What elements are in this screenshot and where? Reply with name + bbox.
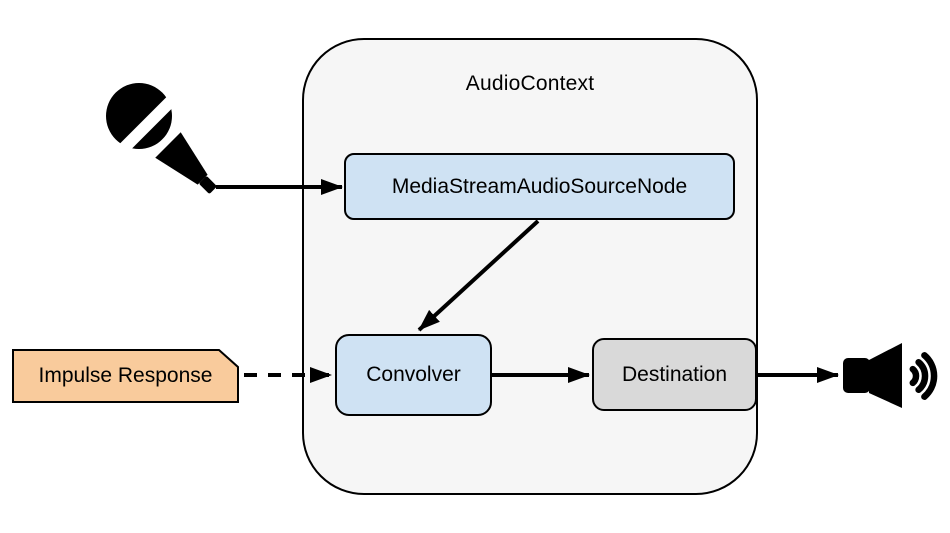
node-mediastreamaudiosourcenode-label: MediaStreamAudioSourceNode — [391, 174, 688, 198]
speaker-icon — [843, 343, 938, 408]
node-destination: Destination — [592, 338, 757, 411]
microphone-icon — [104, 81, 217, 194]
node-mediastreamaudiosourcenode: MediaStreamAudioSourceNode — [344, 153, 735, 220]
node-destination-label: Destination — [621, 362, 728, 386]
node-convolver: Convolver — [335, 334, 492, 416]
audiocontext-container: AudioContext — [302, 38, 758, 495]
audiocontext-label: AudioContext — [465, 72, 595, 95]
node-convolver-label: Convolver — [366, 363, 461, 386]
impulse-response-label: Impulse Response — [38, 364, 213, 387]
